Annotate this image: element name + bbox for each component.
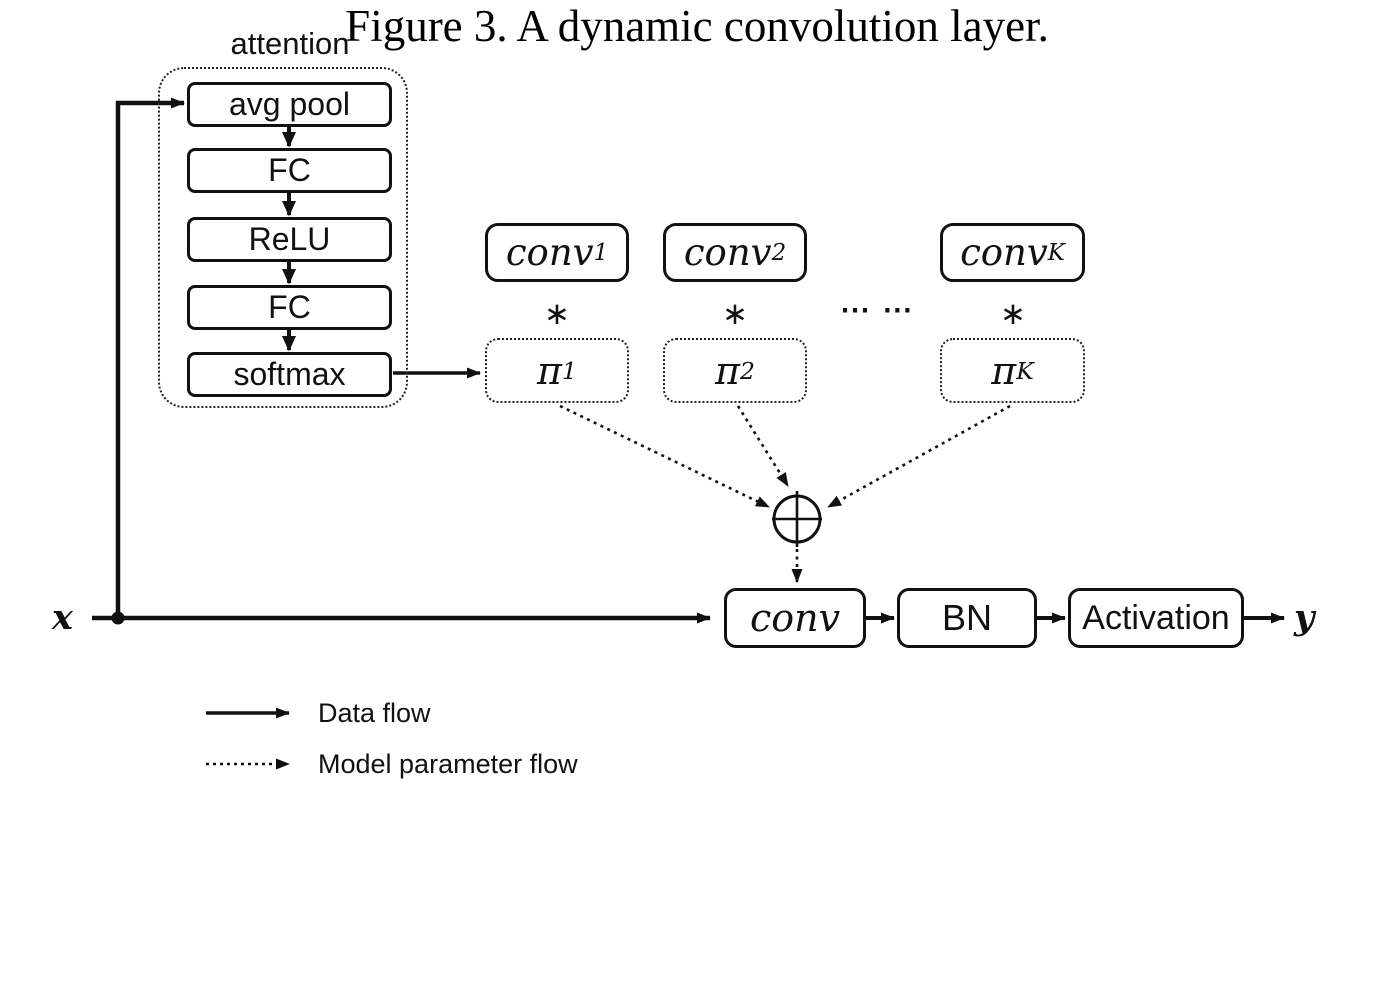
kernel-label: conv xyxy=(683,231,772,274)
input-label: x xyxy=(52,597,73,638)
ellipsis: ⋯ ⋯ xyxy=(840,294,915,327)
weight-subscript: K xyxy=(1016,356,1034,385)
legend-label-data-flow: Data flow xyxy=(318,698,431,728)
data-flow-x-to-attention xyxy=(115,97,185,618)
bn-box: BN xyxy=(897,588,1037,648)
figure-caption: Figure 3. A dynamic convolution layer. xyxy=(345,1,1049,51)
kernel-subscript: 1 xyxy=(593,239,609,266)
attention-layer-fc1: FC xyxy=(187,148,392,193)
kernel-label: conv xyxy=(960,231,1048,274)
multiply-symbol-2: ∗ xyxy=(722,296,748,331)
weight-subscript: 1 xyxy=(562,356,577,385)
conv-box: conv xyxy=(724,588,866,648)
kernel-subscript: K xyxy=(1047,239,1065,266)
weight-subscript: 2 xyxy=(740,356,755,385)
weight-label: π xyxy=(715,348,740,393)
attention-layer-fc2: FC xyxy=(187,285,392,330)
param-flow-piK-to-sum xyxy=(827,404,1011,509)
multiply-symbol-1: ∗ xyxy=(544,296,570,331)
weight-label: π xyxy=(537,348,562,393)
activation-box: Activation xyxy=(1068,588,1244,648)
multiply-symbol-K: ∗ xyxy=(1000,296,1026,331)
circled-plus-icon xyxy=(772,491,822,547)
param-flow-pi1-to-sum xyxy=(559,404,770,509)
kernel-label: conv xyxy=(505,231,594,274)
output-label: y xyxy=(1294,597,1315,638)
attention-layer-relu: ReLU xyxy=(187,217,392,262)
attention-title: attention xyxy=(230,26,350,61)
attention-frame xyxy=(158,67,408,408)
param-flow-pi2-to-sum xyxy=(736,405,790,487)
attention-layer-softmax: softmax xyxy=(187,352,392,397)
attention-layer-avg-pool: avg pool xyxy=(187,82,392,127)
legend-label-model-parameter-flow: Model parameter flow xyxy=(318,749,578,779)
kernel-subscript: 2 xyxy=(771,239,787,266)
weight-label: π xyxy=(991,348,1017,393)
